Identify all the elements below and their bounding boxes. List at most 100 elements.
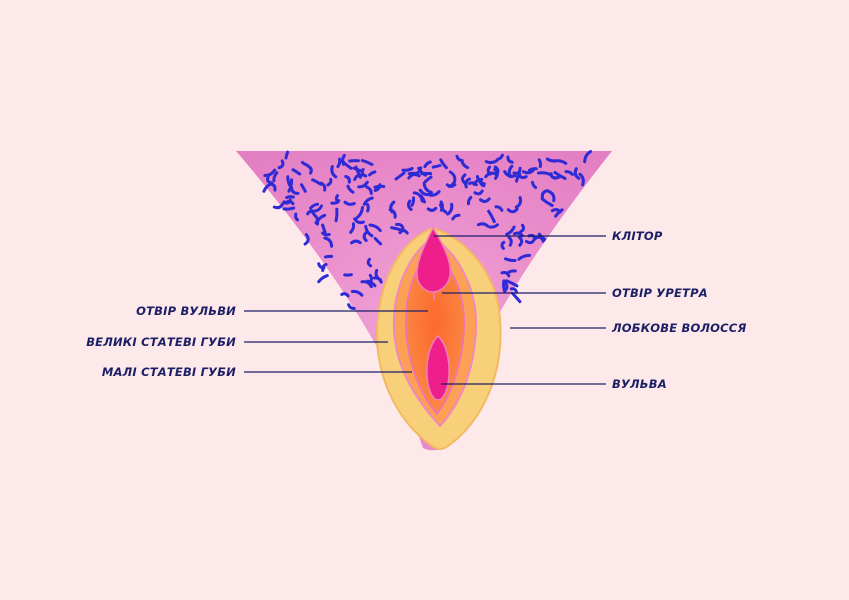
hair-stroke [505, 225, 516, 236]
hair-stroke [346, 184, 355, 194]
hair-stroke [272, 202, 285, 210]
hair-stroke [368, 273, 373, 284]
hair-stroke [496, 153, 504, 161]
hair-stroke [547, 189, 556, 203]
hair-stroke [294, 212, 299, 222]
hair-stroke [554, 208, 564, 218]
hair-stroke [263, 168, 277, 178]
hair-stroke [428, 190, 441, 197]
hair-stroke [360, 280, 373, 289]
hair-stroke [388, 208, 397, 219]
hair-stroke [476, 175, 486, 186]
hair-stroke [494, 205, 504, 212]
hair-stroke [330, 165, 338, 179]
hair-stroke [517, 174, 528, 180]
hair-stroke [307, 165, 313, 175]
hair-stroke [347, 303, 356, 310]
hair-stroke [504, 257, 517, 263]
hair-stroke [439, 158, 448, 170]
hair-stroke [300, 183, 307, 193]
hair-stroke [514, 196, 523, 209]
hair-stroke [519, 223, 526, 234]
hair-stroke [553, 171, 567, 180]
hair-stroke [439, 203, 448, 214]
hair-stroke [349, 222, 356, 234]
hair-stroke [500, 270, 511, 278]
hair-stroke [284, 150, 290, 160]
hair-stroke [300, 161, 310, 167]
hair-stroke [357, 180, 369, 189]
hair-stroke [352, 166, 364, 173]
hair-stroke [488, 223, 499, 229]
hair-stroke [422, 181, 433, 194]
hair-stroke [340, 159, 353, 170]
label-clitoris: КЛІТОР [612, 229, 663, 243]
hair-stroke [313, 213, 320, 226]
hair-stroke [412, 191, 424, 203]
hair-stroke [484, 158, 499, 165]
hair-stroke [476, 222, 490, 228]
hair-stroke [505, 279, 519, 288]
hair-stroke [350, 289, 364, 297]
hair-stroke [372, 276, 383, 284]
hair-stroke [366, 257, 373, 268]
hair-stroke [517, 235, 524, 247]
hair-stroke [287, 178, 294, 193]
hair-stroke [373, 237, 383, 246]
hair-stroke [373, 184, 386, 189]
hair-stroke [537, 171, 552, 176]
label-labia-majora: ВЕЛИКІ СТАТЕВІ ГУБИ [86, 335, 236, 349]
hair-stroke [460, 160, 470, 170]
hair-stroke [266, 175, 273, 185]
hair-stroke [487, 209, 496, 224]
label-pubic-hair: ЛОБКОВЕ ВОЛОССЯ [611, 321, 747, 335]
label-vulval-opening: ОТВІР ВУЛЬВИ [136, 304, 236, 318]
hair-stroke [446, 202, 454, 216]
hair-stroke [507, 235, 513, 247]
hair-stroke [506, 207, 519, 214]
hair-stroke [423, 175, 433, 184]
hair-stroke [324, 254, 334, 259]
hair-stroke [401, 167, 414, 172]
hair-stroke [506, 269, 517, 275]
hair-stroke [503, 170, 517, 178]
hair-stroke [448, 170, 457, 182]
hair-stroke [552, 159, 568, 165]
hair-stroke [303, 233, 310, 246]
hair-stroke [517, 253, 531, 261]
hair-stroke [467, 181, 478, 187]
hair-stroke [431, 164, 442, 169]
hair-stroke [336, 157, 342, 169]
hair-stroke [479, 197, 491, 203]
hair-stroke [528, 167, 538, 172]
hair-stroke [573, 167, 581, 180]
hair-stroke [460, 173, 467, 185]
hair-stroke [426, 206, 438, 212]
hair-stroke [525, 237, 536, 245]
hair-stroke [531, 180, 538, 189]
hair-stroke [291, 168, 302, 176]
hair-stroke [540, 189, 549, 200]
hair-stroke [321, 231, 331, 237]
hair-stroke [284, 199, 295, 206]
hair-stroke [326, 177, 333, 187]
hair-stroke [344, 175, 351, 184]
hair-stroke [323, 236, 334, 248]
hair-stroke [509, 287, 518, 294]
hair-stroke [309, 204, 323, 213]
hair-stroke [410, 196, 416, 207]
hair-stroke [272, 171, 279, 183]
hair-stroke [537, 232, 547, 241]
hair-stroke [317, 274, 329, 284]
hair-stroke [340, 292, 350, 298]
hair-stroke [451, 213, 461, 221]
hair-stroke [417, 166, 428, 177]
hair-stroke [366, 203, 370, 213]
hair-stroke [360, 159, 374, 166]
hair-stroke [466, 195, 473, 206]
hair-stroke [512, 166, 522, 175]
pubic-hair-strokes [262, 150, 593, 310]
hair-stroke [578, 172, 585, 187]
hair-stroke [502, 279, 507, 293]
